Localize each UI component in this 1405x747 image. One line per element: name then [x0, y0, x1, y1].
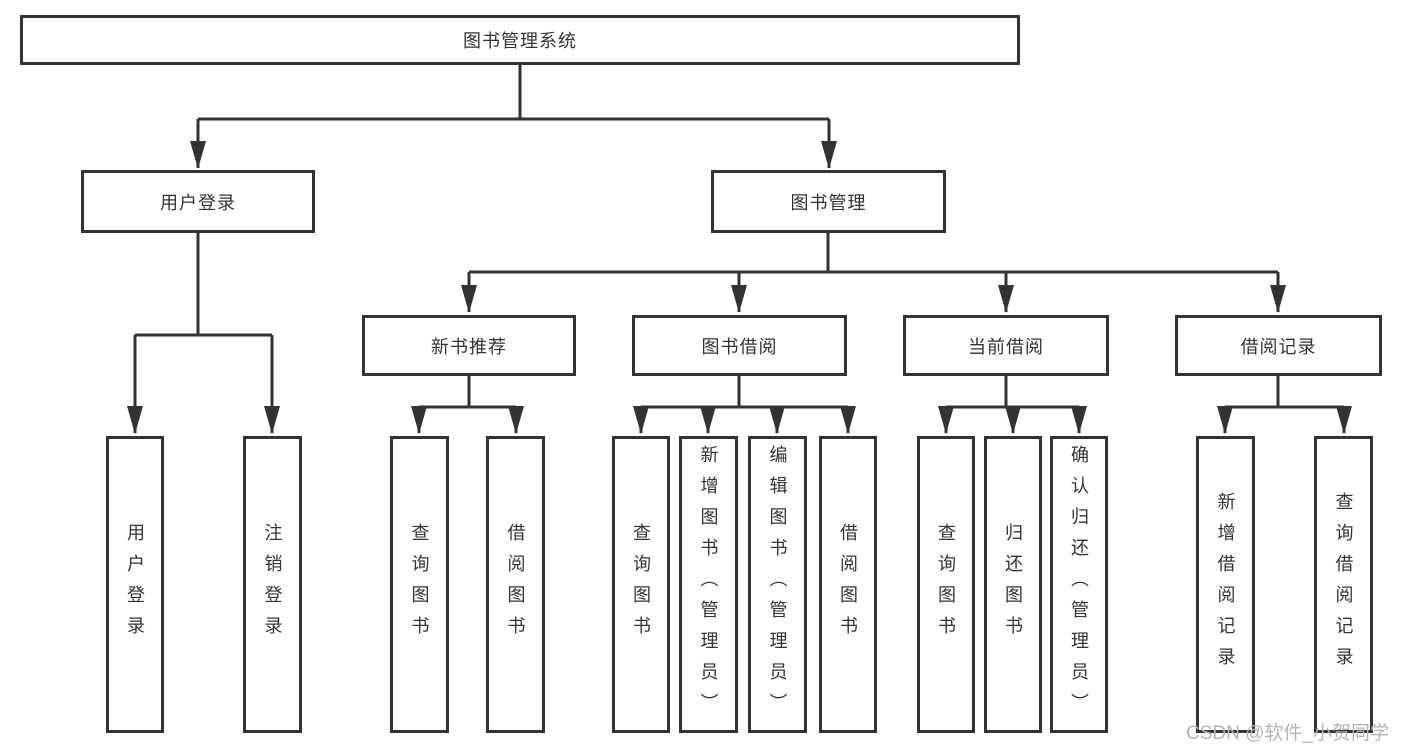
leaf-confirm-return-admin: 确认归还（管理员） [1050, 436, 1108, 733]
node-book-management: 图书管理 [711, 170, 946, 233]
leaf-logout: 注销登录 [243, 436, 302, 733]
node-borrow-records: 借阅记录 [1175, 315, 1382, 376]
node-new-book-recommend-label: 新书推荐 [431, 336, 507, 357]
leaf-logout-label: 注销登录 [262, 522, 283, 647]
leaf-borrow-books: 借阅图书 [819, 436, 877, 733]
node-user-login: 用户登录 [81, 170, 315, 233]
node-borrow-records-label: 借阅记录 [1240, 336, 1317, 357]
node-book-borrow: 图书借阅 [632, 315, 847, 376]
leaf-user-login-label: 用户登录 [125, 522, 145, 647]
leaf-borrow-books-recommend: 借阅图书 [486, 436, 545, 733]
node-root: 图书管理系统 [20, 15, 1020, 65]
leaf-query-borrow-record-label: 查询借阅记录 [1333, 491, 1354, 678]
leaf-add-books-admin-label: 新增图书（管理员） [698, 445, 719, 724]
leaf-query-books-current: 查询图书 [917, 436, 975, 733]
leaf-borrow-books-recommend-label: 借阅图书 [505, 522, 526, 647]
node-user-login-label: 用户登录 [160, 192, 236, 213]
leaf-return-books-label: 归还图书 [1003, 522, 1023, 647]
leaf-add-books-admin: 新增图书（管理员） [679, 436, 738, 733]
leaf-query-borrow-record: 查询借阅记录 [1314, 436, 1373, 733]
leaf-query-books-recommend: 查询图书 [390, 436, 449, 733]
leaf-edit-books-admin-label: 编辑图书（管理员） [767, 445, 788, 724]
node-current-borrow-label: 当前借阅 [968, 336, 1044, 357]
leaf-query-books-borrow-label: 查询图书 [631, 522, 651, 647]
leaf-edit-books-admin: 编辑图书（管理员） [748, 436, 807, 733]
leaf-return-books: 归还图书 [984, 436, 1042, 733]
leaf-add-borrow-record: 新增借阅记录 [1196, 436, 1255, 733]
watermark: CSDN @软件_小贺同学 [1186, 723, 1389, 744]
node-book-borrow-label: 图书借阅 [701, 336, 778, 357]
leaf-borrow-books-label: 借阅图书 [838, 522, 858, 647]
leaf-user-login: 用户登录 [106, 436, 164, 733]
node-current-borrow: 当前借阅 [903, 315, 1109, 376]
leaf-confirm-return-admin-label: 确认归还（管理员） [1069, 445, 1089, 724]
leaf-query-books-recommend-label: 查询图书 [409, 522, 430, 647]
node-book-management-label: 图书管理 [790, 192, 867, 213]
node-root-label: 图书管理系统 [463, 31, 577, 51]
leaf-query-books-current-label: 查询图书 [936, 522, 956, 647]
leaf-query-books-borrow: 查询图书 [612, 436, 670, 733]
node-new-book-recommend: 新书推荐 [362, 315, 576, 376]
leaf-add-borrow-record-label: 新增借阅记录 [1215, 491, 1236, 678]
